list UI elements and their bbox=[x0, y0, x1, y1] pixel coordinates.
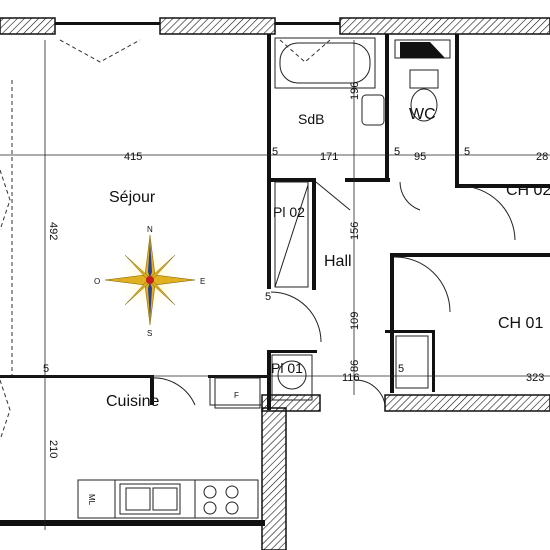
bathroom-fixtures bbox=[214, 37, 451, 409]
dimension-5d: 5 bbox=[43, 363, 49, 375]
dimension-86: 86 bbox=[349, 360, 361, 372]
fixture-fridge: F bbox=[234, 391, 239, 400]
kitchen-counter bbox=[77, 479, 259, 519]
compass-west: O bbox=[94, 277, 100, 286]
fixture-ml: ML bbox=[87, 494, 96, 506]
dimension-116: 116 bbox=[342, 372, 360, 384]
dimension-156: 156 bbox=[349, 222, 361, 240]
dimension-492: 492 bbox=[47, 222, 59, 240]
room-label-sdb: SdB bbox=[298, 111, 324, 127]
room-label-hall: Hall bbox=[324, 253, 352, 270]
dimension-109: 109 bbox=[349, 312, 361, 330]
dimension-5a: 5 bbox=[272, 146, 278, 158]
dimension-196: 196 bbox=[349, 82, 361, 100]
compass-south: S bbox=[147, 329, 152, 338]
dimension-5b: 5 bbox=[394, 146, 400, 158]
room-label-ch02: CH 02 bbox=[506, 182, 550, 199]
dimension-95: 95 bbox=[414, 151, 426, 163]
dimension-210: 210 bbox=[47, 440, 59, 458]
room-label-cuisine: Cuisine bbox=[106, 393, 159, 410]
room-label-pl02: Pl 02 bbox=[273, 204, 305, 220]
room-label-sejour: Séjour bbox=[109, 189, 156, 206]
room-label-pl01: Pl 01 bbox=[271, 360, 303, 376]
compass-east: E bbox=[200, 277, 205, 286]
room-label-wc: WC bbox=[409, 106, 436, 123]
compass-rose: N E S O bbox=[94, 225, 205, 338]
dimension-lines bbox=[0, 40, 550, 530]
doors bbox=[149, 181, 516, 406]
exterior-walls bbox=[0, 17, 550, 550]
dimension-5f: 5 bbox=[265, 291, 271, 303]
dimension-415: 415 bbox=[124, 151, 142, 163]
interior-partitions bbox=[0, 34, 550, 410]
compass-north: N bbox=[147, 225, 153, 234]
dimension-5c: 5 bbox=[464, 146, 470, 158]
dimension-171: 171 bbox=[320, 151, 338, 163]
dimension-5e: 5 bbox=[398, 363, 404, 375]
room-label-ch01: CH 01 bbox=[498, 315, 543, 332]
dimension-28: 28 bbox=[536, 151, 548, 163]
windows bbox=[0, 39, 331, 441]
dimension-323: 323 bbox=[526, 372, 544, 384]
